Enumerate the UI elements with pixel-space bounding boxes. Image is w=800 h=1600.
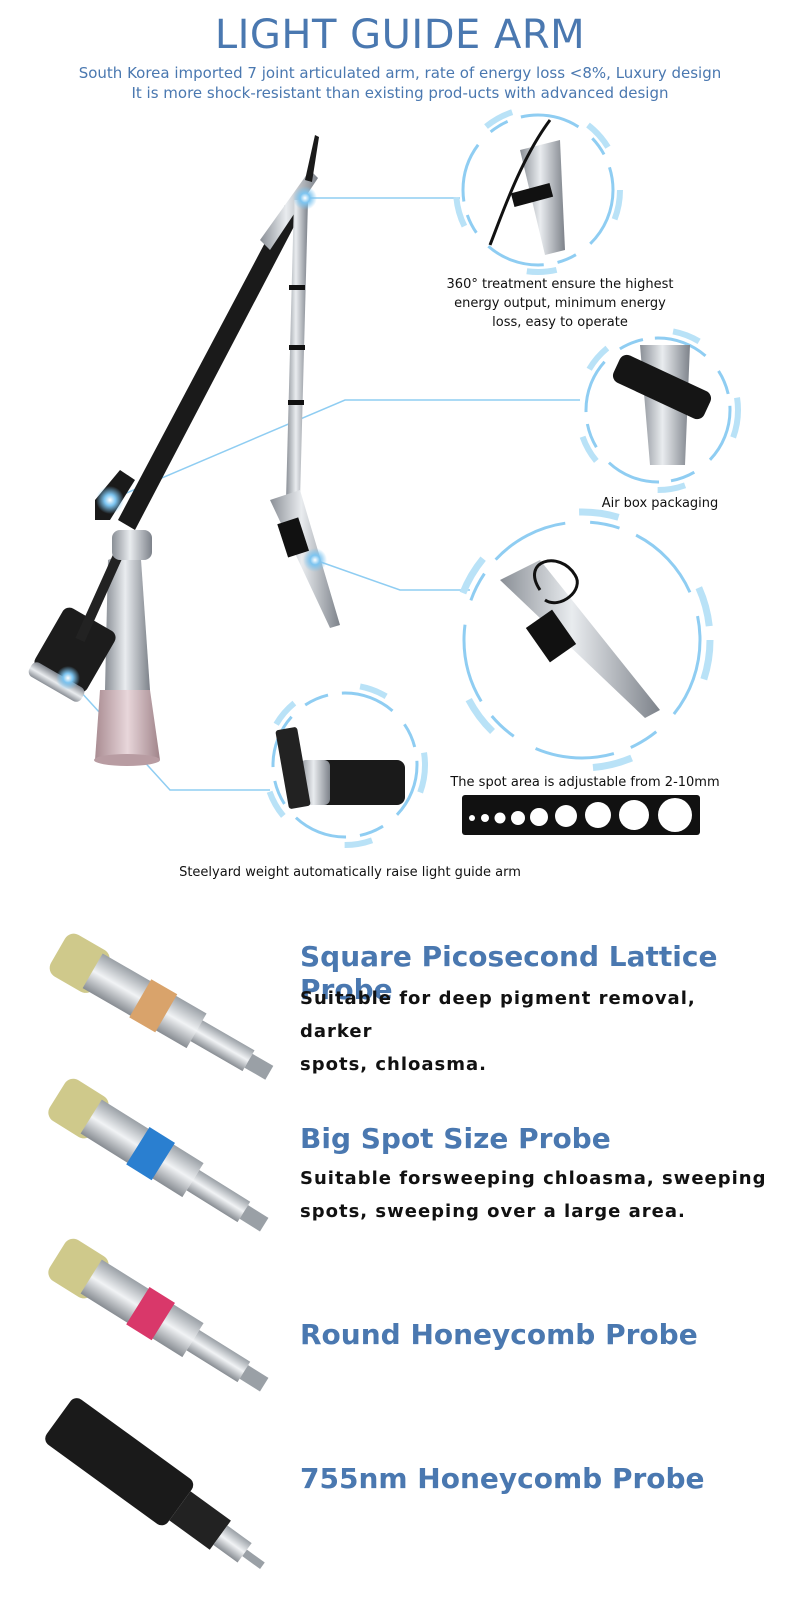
detail-circle-joint [453, 105, 623, 275]
probe-1-name: Square Picosecond Lattice Probe [300, 940, 718, 1006]
probe-1-desc-2: spots, chloasma. [300, 1054, 488, 1075]
probe-3-name: Round Honeycomb Probe [300, 1318, 698, 1351]
counterweight [28, 607, 116, 702]
caption-spot: The spot area is adjustable from 2-10mm [450, 775, 720, 790]
arm-base [95, 690, 160, 760]
caption-treatment-3: loss, easy to operate [492, 315, 628, 330]
detail-circle-airbox [575, 327, 741, 493]
caption-treatment-1: 360° treatment ensure the highest [446, 277, 674, 292]
detail-circle-handpiece [450, 508, 714, 772]
probe-1-desc-1: Suitable for deep pigment removal, darke… [300, 988, 696, 1042]
main-arm [118, 205, 300, 530]
probe-4-image [45, 1398, 265, 1570]
probe-2-name: Big Spot Size Probe [300, 1122, 611, 1155]
probe-3-image [48, 1238, 269, 1392]
spot-size-strip [462, 795, 700, 835]
caption-steelyard: Steelyard weight automatically raise lig… [179, 865, 521, 880]
detail-circle-counterweight [262, 682, 428, 848]
subtitle-line-2: It is more shock-resistant than existing… [131, 84, 669, 102]
caption-treatment-2: energy output, minimum energy [454, 296, 666, 311]
subtitle-line-1: South Korea imported 7 joint articulated… [78, 64, 722, 82]
probe-2-image [48, 1078, 269, 1232]
probe-2-desc-2: spots, sweeping over a large area. [300, 1201, 686, 1222]
light-guide-arm-illustration [28, 105, 741, 848]
probe-1-image [49, 933, 274, 1080]
page-title: LIGHT GUIDE ARM [214, 12, 586, 58]
probe-4-name: 755nm Honeycomb Probe [300, 1462, 705, 1495]
glow-points [56, 186, 327, 690]
caption-airbox: Air box packaging [601, 496, 719, 511]
probe-2-desc-1: Suitable forsweeping chloasma, sweeping [300, 1168, 767, 1189]
